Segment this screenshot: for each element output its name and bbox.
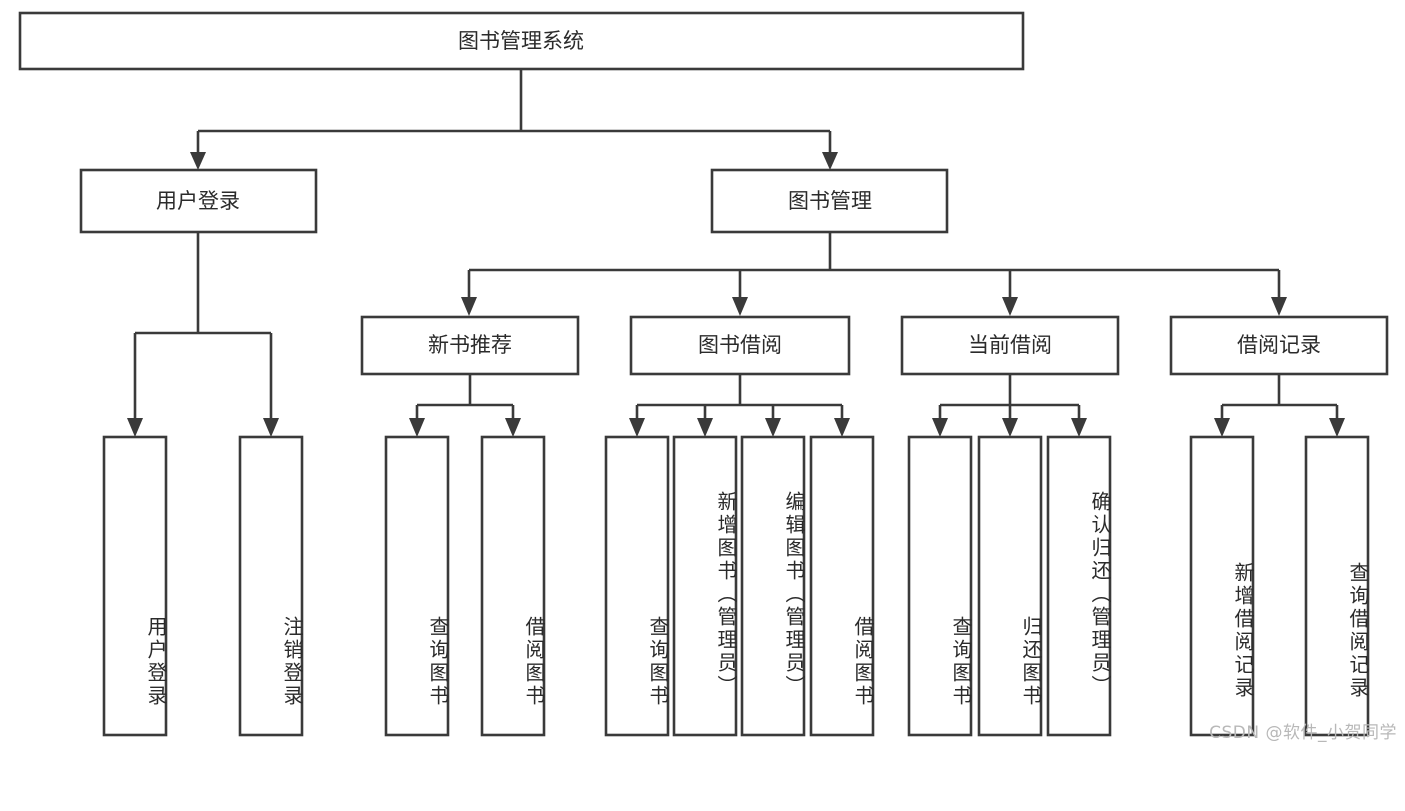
arrow-to-leaf-borrow-book-1 xyxy=(505,418,521,437)
node-user-login-label: 用户登录 xyxy=(156,189,240,213)
arrow-to-current-borrow xyxy=(1002,297,1018,316)
flowchart-canvas: 图书管理系统 用户登录 图书管理 xyxy=(18,11,1397,743)
node-new-book-recommend[interactable]: 新书推荐 xyxy=(360,315,580,376)
node-new-book-recommend-box xyxy=(360,315,580,376)
arrow-to-leaf-add-book xyxy=(697,418,713,437)
arrow-to-leaf-query-borrow-record xyxy=(1329,418,1345,437)
node-root-label: 图书管理系统 xyxy=(458,29,584,53)
leaf-borrow-book-1-box[interactable] xyxy=(480,435,546,737)
connector-new-book-recommend-to-leaves xyxy=(409,374,521,437)
arrow-to-leaf-query-book-3 xyxy=(932,418,948,437)
node-book-borrow[interactable]: 图书借阅 xyxy=(629,315,851,376)
node-borrow-record-label: 借阅记录 xyxy=(1237,333,1321,357)
leaf-user-login-box[interactable] xyxy=(102,435,168,737)
arrow-to-book-management xyxy=(822,152,838,170)
arrow-to-book-borrow xyxy=(732,297,748,316)
arrow-to-leaf-query-book-1 xyxy=(409,418,425,437)
arrow-to-user-login xyxy=(190,152,206,170)
leaf-add-borrow-record-box[interactable] xyxy=(1189,435,1255,737)
node-book-borrow-label: 图书借阅 xyxy=(698,333,782,357)
leaf-query-book-1-box[interactable] xyxy=(384,435,450,737)
arrow-to-leaf-logout-login xyxy=(263,418,279,437)
arrow-to-leaf-user-login xyxy=(127,418,143,437)
leaf-boxes xyxy=(102,435,1370,737)
connector-root-to-level2 xyxy=(190,69,838,170)
flowchart-svg: 图书管理系统 用户登录 图书管理 xyxy=(18,11,1389,737)
leaf-query-book-3-box[interactable] xyxy=(907,435,973,737)
arrow-to-leaf-return-book xyxy=(1002,418,1018,437)
node-book-management-label: 图书管理 xyxy=(788,189,872,213)
node-current-borrow-box xyxy=(900,315,1120,376)
node-borrow-record[interactable]: 借阅记录 xyxy=(1169,315,1389,376)
node-user-login-box xyxy=(79,168,318,234)
leaf-add-book-box[interactable] xyxy=(672,435,738,737)
leaf-borrow-book-2-box[interactable] xyxy=(809,435,875,737)
arrow-to-borrow-record xyxy=(1271,297,1287,316)
connector-book-management-to-level3 xyxy=(461,232,1287,316)
connector-current-borrow-to-leaves xyxy=(932,374,1087,437)
node-current-borrow-label: 当前借阅 xyxy=(968,333,1052,357)
connector-book-borrow-to-leaves xyxy=(629,374,850,437)
leaf-edit-book-box[interactable] xyxy=(740,435,806,737)
arrow-to-leaf-add-borrow-record xyxy=(1214,418,1230,437)
node-user-login[interactable]: 用户登录 xyxy=(79,168,318,234)
leaf-logout-login-box[interactable] xyxy=(238,435,304,737)
connector-borrow-record-to-leaves xyxy=(1214,374,1345,437)
csdn-watermark: CSDN @软件_小贺同学 xyxy=(1209,723,1397,743)
arrow-to-leaf-edit-book xyxy=(765,418,781,437)
arrow-to-leaf-borrow-book-2 xyxy=(834,418,850,437)
leaf-query-book-2-box[interactable] xyxy=(604,435,670,737)
node-book-management[interactable]: 图书管理 xyxy=(710,168,949,234)
leaf-query-borrow-record-box[interactable] xyxy=(1304,435,1370,737)
leaf-confirm-return-box[interactable] xyxy=(1046,435,1112,737)
node-new-book-recommend-label: 新书推荐 xyxy=(428,333,512,357)
leaf-return-book-box[interactable] xyxy=(977,435,1043,737)
node-current-borrow[interactable]: 当前借阅 xyxy=(900,315,1120,376)
arrow-to-leaf-query-book-2 xyxy=(629,418,645,437)
node-root-box xyxy=(18,11,1025,71)
arrow-to-new-book-recommend xyxy=(461,297,477,316)
arrow-to-leaf-confirm-return xyxy=(1071,418,1087,437)
connector-user-login-to-leaves xyxy=(127,232,279,437)
node-root[interactable]: 图书管理系统 xyxy=(18,11,1025,71)
